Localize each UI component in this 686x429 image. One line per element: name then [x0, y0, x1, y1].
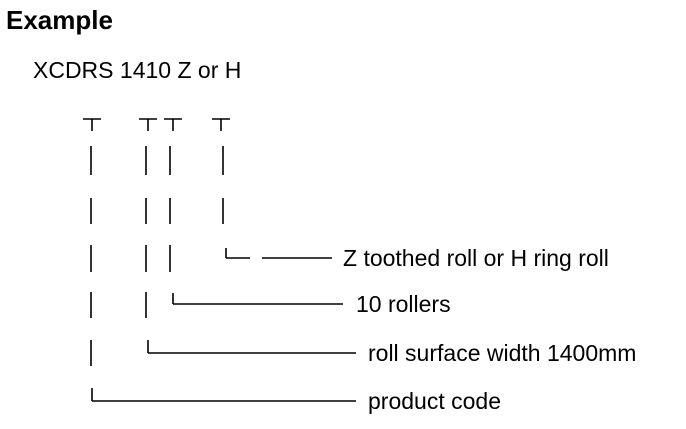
example-heading: Example: [6, 5, 113, 35]
tee-markers: [83, 118, 230, 131]
leader-rollers: [172, 293, 343, 305]
vertical-bars: [90, 146, 224, 366]
tee-marker-rollers: [164, 118, 182, 131]
annotation-width: roll surface width 1400mm: [368, 340, 636, 366]
leader-product-code: [91, 388, 356, 402]
annotation-roll-type: Z toothed roll or H ring roll: [343, 245, 609, 271]
leader-roll-type: [225, 248, 332, 259]
tee-marker-roll-type: [212, 118, 230, 131]
leader-width: [147, 340, 356, 354]
model-code: XCDRS 1410 Z or H: [33, 57, 242, 83]
annotation-rollers: 10 rollers: [356, 291, 451, 317]
tee-marker-product-code: [83, 118, 101, 131]
tee-marker-width: [139, 118, 157, 131]
annotation-product-code: product code: [368, 388, 501, 414]
